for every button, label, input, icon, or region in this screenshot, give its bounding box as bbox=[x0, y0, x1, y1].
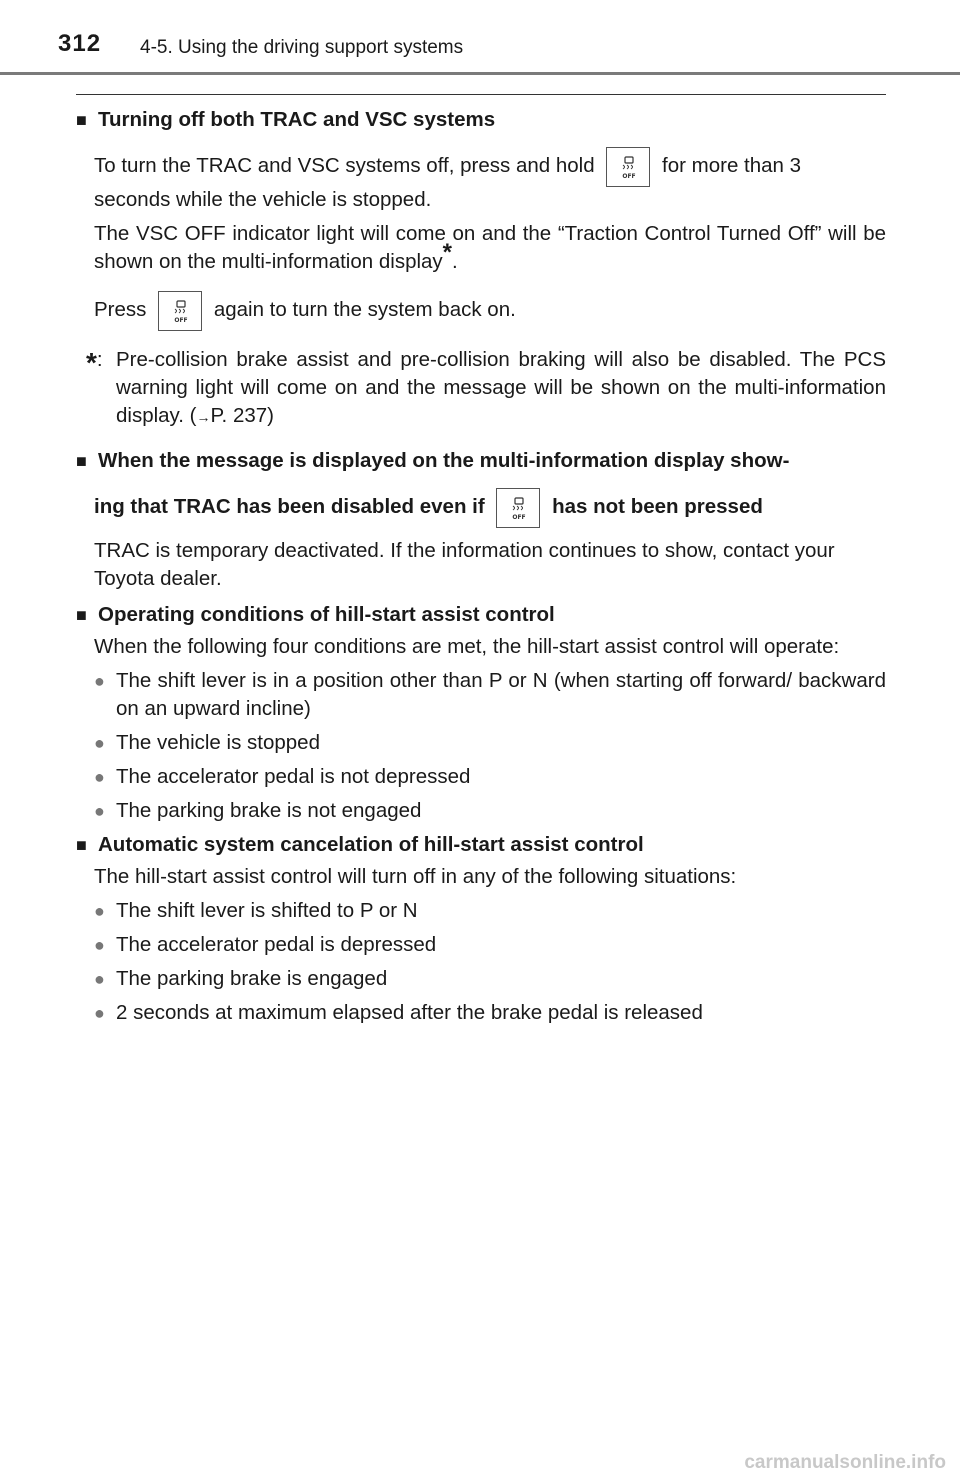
off-label: OFF bbox=[623, 173, 636, 180]
paragraph: seconds while the vehicle is stopped. bbox=[94, 188, 432, 211]
paragraph: To turn the TRAC and VSC systems off, pr… bbox=[76, 144, 886, 188]
paragraph-text: again to turn the system back on. bbox=[213, 298, 516, 321]
footnote: *: Pre-collision brake assist and pre-co… bbox=[76, 346, 886, 431]
list-item: ● The shift lever is shifted to P or N bbox=[76, 897, 886, 925]
paragraph-text: To turn the TRAC and VSC systems off, pr… bbox=[94, 154, 595, 177]
heading-text: When the message is displayed on the mul… bbox=[98, 449, 790, 472]
list-item: ● The parking brake is not engaged bbox=[76, 797, 886, 825]
vsc-off-switch-icon: OFF bbox=[158, 290, 203, 331]
vsc-off-switch-icon: OFF bbox=[606, 146, 651, 187]
list-item: ● 2 seconds at maximum elapsed after the… bbox=[76, 999, 886, 1027]
heading-square-icon: ■ bbox=[76, 835, 87, 855]
paragraph: The VSC OFF indicator light will come on… bbox=[76, 220, 886, 276]
footnote-text: Pre-collision brake assist and pre-colli… bbox=[116, 348, 886, 427]
heading-trac-disabled-message: ■ When the message is displayed on the m… bbox=[76, 447, 886, 475]
paragraph: Press OFF again to turn the system back … bbox=[76, 288, 886, 332]
paragraph-text: The VSC OFF indicator light will come on… bbox=[94, 222, 886, 273]
arrow-right-icon: → bbox=[196, 409, 211, 425]
footnote-marker: *: bbox=[86, 347, 103, 378]
bullet-icon: ● bbox=[94, 935, 105, 955]
list-item: ● The accelerator pedal is depressed bbox=[76, 931, 886, 959]
page-reference[interactable]: P. 237) bbox=[210, 404, 274, 427]
bullet-icon: ● bbox=[94, 901, 105, 921]
asterisk-marker: * bbox=[442, 239, 453, 267]
heading-text: Automatic system cancelation of hill-sta… bbox=[98, 833, 644, 856]
heading-square-icon: ■ bbox=[76, 451, 87, 471]
paragraph-text: for more than 3 bbox=[662, 154, 802, 177]
heading-turning-off-trac-vsc: ■ Turning off both TRAC and VSC systems bbox=[76, 106, 886, 134]
heading-hill-start-conditions: ■ Operating conditions of hill-start ass… bbox=[76, 601, 886, 629]
section-title: 4-5. Using the driving support systems bbox=[140, 37, 464, 58]
header-divider bbox=[0, 72, 960, 75]
list-item: ● The accelerator pedal is not depressed bbox=[76, 763, 886, 791]
paragraph-text: Press bbox=[94, 298, 147, 321]
heading-continued: ing that TRAC has been disabled even if … bbox=[76, 485, 886, 529]
paragraph: TRAC is temporary deactivated. If the in… bbox=[94, 539, 835, 590]
paragraph-text: . bbox=[452, 250, 458, 273]
list-item: ● The parking brake is engaged bbox=[76, 965, 886, 993]
vsc-off-switch-icon: OFF bbox=[496, 487, 541, 528]
bullet-icon: ● bbox=[94, 1003, 105, 1023]
off-label: OFF bbox=[513, 514, 526, 521]
list-item: ● The shift lever is in a position other… bbox=[76, 667, 886, 723]
list-item: ● The vehicle is stopped bbox=[76, 729, 886, 757]
heading-text: Operating conditions of hill-start assis… bbox=[98, 603, 555, 626]
page-number: 312 bbox=[58, 30, 102, 57]
page-content: ■ Turning off both TRAC and VSC systems … bbox=[76, 100, 886, 1027]
heading-hill-start-cancelation: ■ Automatic system cancelation of hill-s… bbox=[76, 831, 886, 859]
bullet-icon: ● bbox=[94, 801, 105, 821]
bullet-icon: ● bbox=[94, 767, 105, 787]
heading-square-icon: ■ bbox=[76, 110, 87, 130]
paragraph: When the following four conditions are m… bbox=[94, 635, 840, 658]
bullet-icon: ● bbox=[94, 671, 105, 691]
bullet-icon: ● bbox=[94, 969, 105, 989]
watermark: carmanualsonline.info bbox=[744, 1452, 946, 1473]
heading-square-icon: ■ bbox=[76, 605, 87, 625]
heading-text: Turning off both TRAC and VSC systems bbox=[98, 108, 496, 131]
content-divider bbox=[76, 94, 886, 95]
bullet-icon: ● bbox=[94, 733, 105, 753]
off-label: OFF bbox=[174, 317, 187, 324]
paragraph: The hill-start assist control will turn … bbox=[94, 865, 737, 888]
